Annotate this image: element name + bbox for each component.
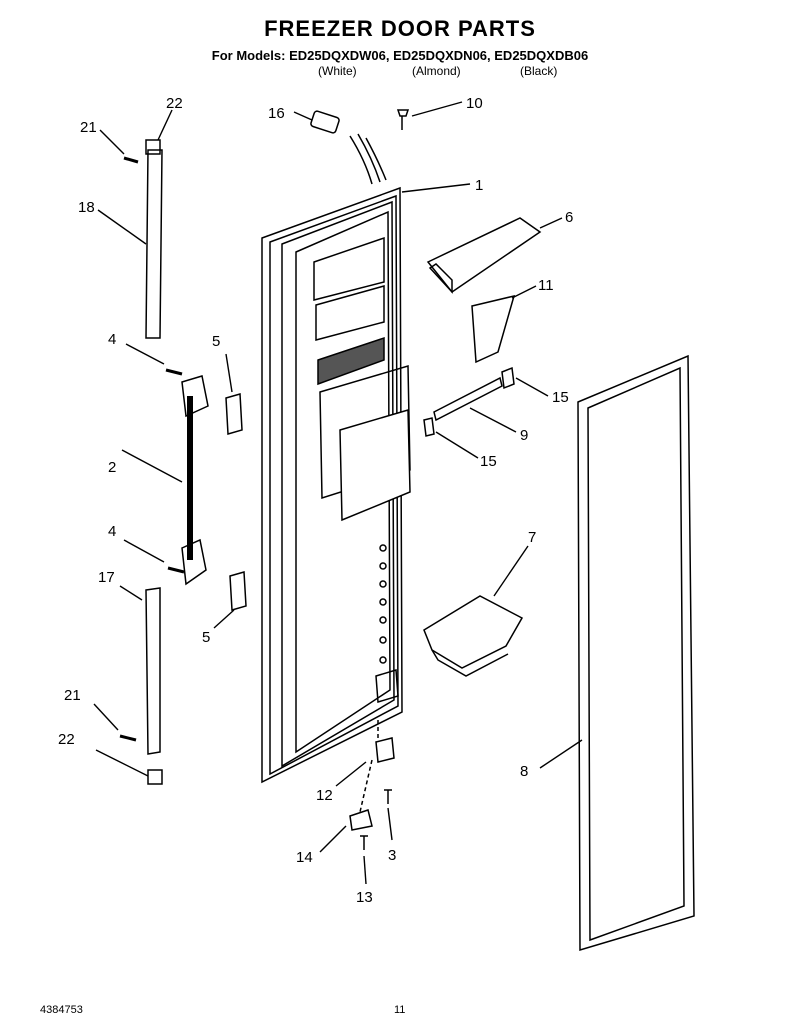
callout-3: 3 [388,847,396,864]
variant-black: (Black) [520,64,558,78]
door-liner-part [261,186,411,784]
clip-15a-part [501,366,515,390]
callout-4-upper: 4 [108,331,116,348]
callout-8: 8 [520,763,528,780]
callout-18: 18 [78,199,95,216]
connector-part [310,110,340,134]
callout-16: 16 [268,105,285,122]
trim-18-part [145,149,163,339]
screw-3-part [384,789,392,804]
callout-21-upper: 21 [80,119,97,136]
door-bin-6-part [426,217,542,294]
gasket-8-part [577,354,695,952]
model-list: For Models: ED25DQXDW06, ED25DQXDN06, ED… [211,48,589,63]
clip-15b-part [423,417,435,437]
callout-10: 10 [466,95,483,112]
variant-white: (White) [318,64,357,78]
hinge-14-part [349,809,373,831]
callout-21-lower: 21 [64,687,81,704]
diagram-title: FREEZER DOOR PARTS [264,16,536,41]
bin-7-part [423,595,524,669]
screw-21-upper-part [123,156,139,164]
callout-15-upper: 15 [552,389,569,406]
clip-22-lower-part [147,769,163,785]
chute-11-part [471,294,516,364]
callout-22-upper: 22 [166,95,183,112]
cap-5-upper-part [225,393,243,435]
leader-lines [93,101,583,885]
screw-4-lower-part [167,566,185,574]
callout-13: 13 [356,889,373,906]
screw-21-lower-part [119,734,137,742]
callout-6: 6 [565,209,573,226]
callout-14: 14 [296,849,313,866]
clip-22-upper-part [145,139,161,155]
callout-7: 7 [528,529,536,546]
handle-2-part [181,375,209,586]
page-number: 11 [394,1004,406,1016]
screw-10-part [396,109,410,130]
callout-15-lower: 15 [480,453,497,470]
trim-17-part [145,587,161,755]
callout-5-upper: 5 [212,333,220,350]
variant-almond: (Almond) [412,64,461,78]
callout-9: 9 [520,427,528,444]
document-number: 4384753 [40,1004,83,1016]
callout-22-lower: 22 [58,731,75,748]
screw-4-upper-part [165,368,183,376]
screw-13-part [360,835,368,850]
wire-harness [349,133,387,185]
trim-9-part [433,376,503,422]
callout-17: 17 [98,569,115,586]
callout-11: 11 [538,277,554,294]
callout-5-lower: 5 [202,629,210,646]
callout-12: 12 [316,787,333,804]
callout-1: 1 [475,177,483,194]
hinge-12-part [375,737,395,763]
callout-4-lower: 4 [108,523,116,540]
cap-5-lower-part [229,571,247,611]
callout-2: 2 [108,459,116,476]
